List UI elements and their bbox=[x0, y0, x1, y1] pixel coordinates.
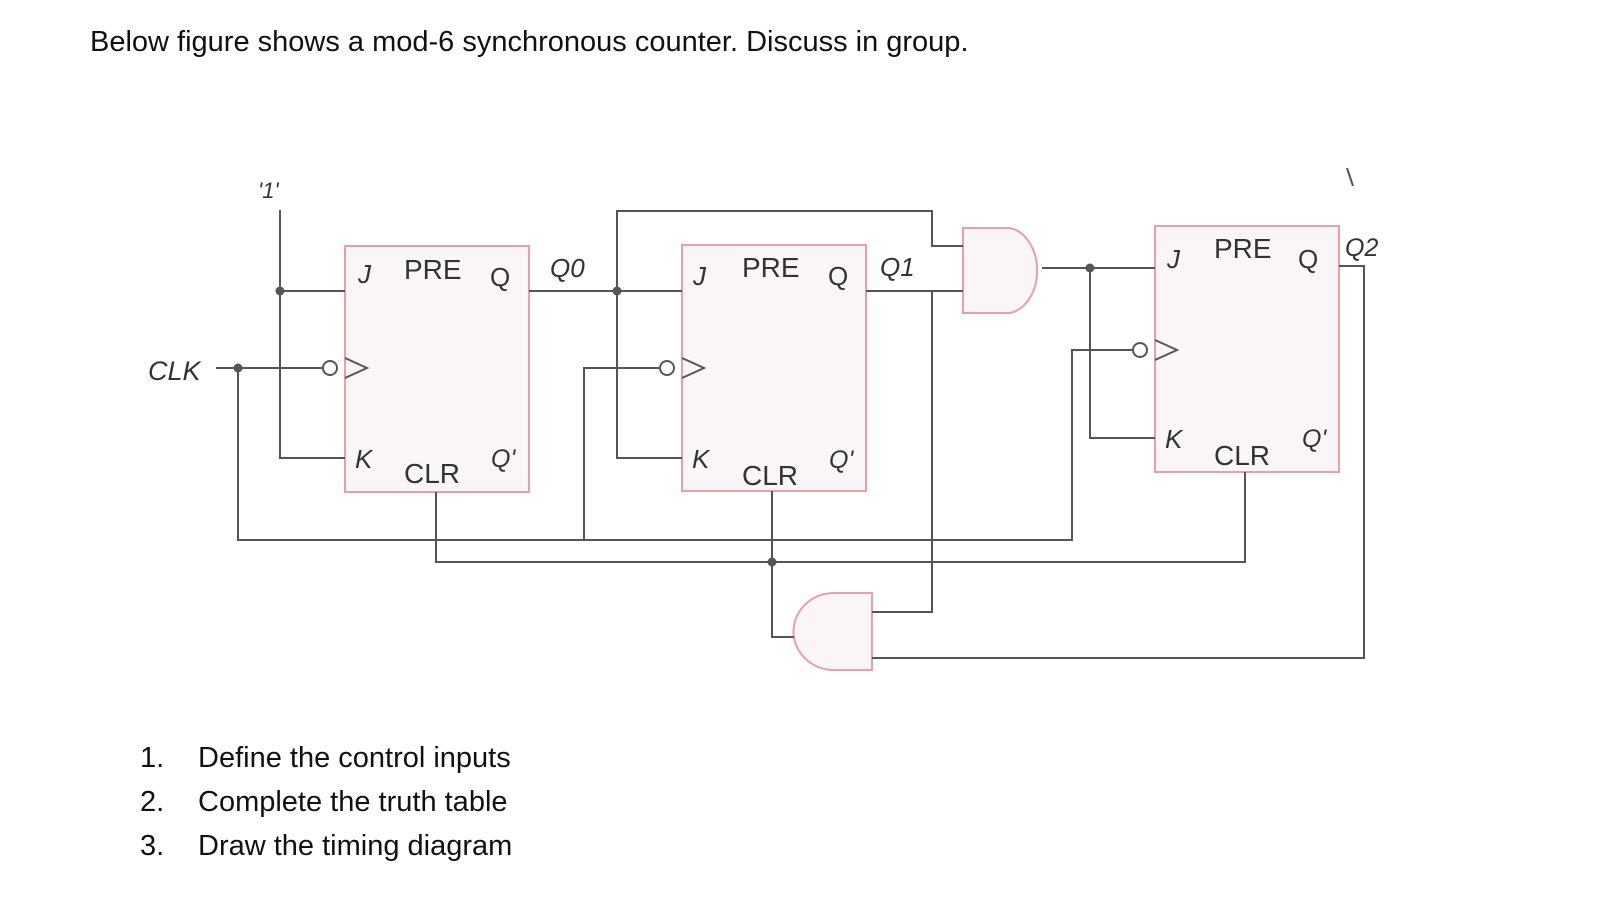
ff2-pre-label: PRE bbox=[1214, 233, 1272, 264]
task-text: Define the control inputs bbox=[198, 742, 511, 774]
flipflop-1-block bbox=[681, 244, 867, 492]
circuit-wires bbox=[216, 210, 1365, 659]
ff0-pre-label: PRE bbox=[404, 254, 462, 285]
ff2-j-label: J bbox=[1166, 244, 1181, 274]
wire-junctions bbox=[233, 263, 1095, 567]
ff2-q-label: Q bbox=[1298, 244, 1318, 274]
clock-label: CLK bbox=[148, 356, 202, 386]
task-item: 1. Define the control inputs bbox=[140, 736, 512, 780]
ff0-clr-label: CLR bbox=[404, 458, 460, 489]
flipflop-0-block bbox=[344, 245, 530, 493]
flipflop-2-block bbox=[1154, 225, 1340, 473]
pointer-stroke bbox=[1346, 167, 1354, 187]
ff0-k-label: K bbox=[355, 444, 374, 474]
ff0-q-label: Q bbox=[490, 262, 510, 292]
ff2-output-label: Q2 bbox=[1345, 234, 1378, 262]
task-text: Complete the truth table bbox=[198, 786, 508, 818]
ff2-clr-label: CLR bbox=[1214, 440, 1270, 471]
ff0-qbar-label: Q' bbox=[491, 445, 516, 473]
ff1-clr-label: CLR bbox=[742, 460, 798, 491]
and-gate-top bbox=[962, 227, 1039, 314]
ff2-k-label: K bbox=[1165, 424, 1184, 454]
ff0-j-label: J bbox=[357, 259, 372, 289]
ff0-output-label: Q0 bbox=[550, 253, 585, 283]
ff1-pre-label: PRE bbox=[742, 252, 800, 283]
task-number: 3. bbox=[140, 830, 165, 862]
ff1-q-label: Q bbox=[828, 261, 848, 291]
ff1-qbar-label: Q' bbox=[829, 446, 854, 474]
ff1-k-label: K bbox=[692, 444, 711, 474]
clock-inputs bbox=[322, 339, 1180, 379]
ff0-clock-bubble bbox=[322, 360, 338, 376]
constant-one-label: '1' bbox=[258, 178, 279, 203]
task-text: Draw the timing diagram bbox=[198, 830, 513, 862]
ff2-qbar-label: Q' bbox=[1302, 425, 1327, 453]
ff1-j-label: J bbox=[692, 261, 707, 291]
task-item: 2. Complete the truth table bbox=[140, 780, 512, 824]
task-list: 1. Define the control inputs 2. Complete t… bbox=[140, 736, 512, 868]
ff1-output-label: Q1 bbox=[880, 252, 915, 282]
task-number: 1. bbox=[140, 742, 165, 774]
and-gate-bottom bbox=[792, 592, 873, 671]
task-item: 3. Draw the timing diagram bbox=[140, 824, 512, 868]
ff1-clock-bubble bbox=[659, 360, 675, 376]
task-number: 2. bbox=[140, 786, 165, 818]
ff2-clock-bubble bbox=[1132, 342, 1148, 358]
page-heading: Below figure shows a mod-6 synchronous c… bbox=[90, 26, 969, 58]
